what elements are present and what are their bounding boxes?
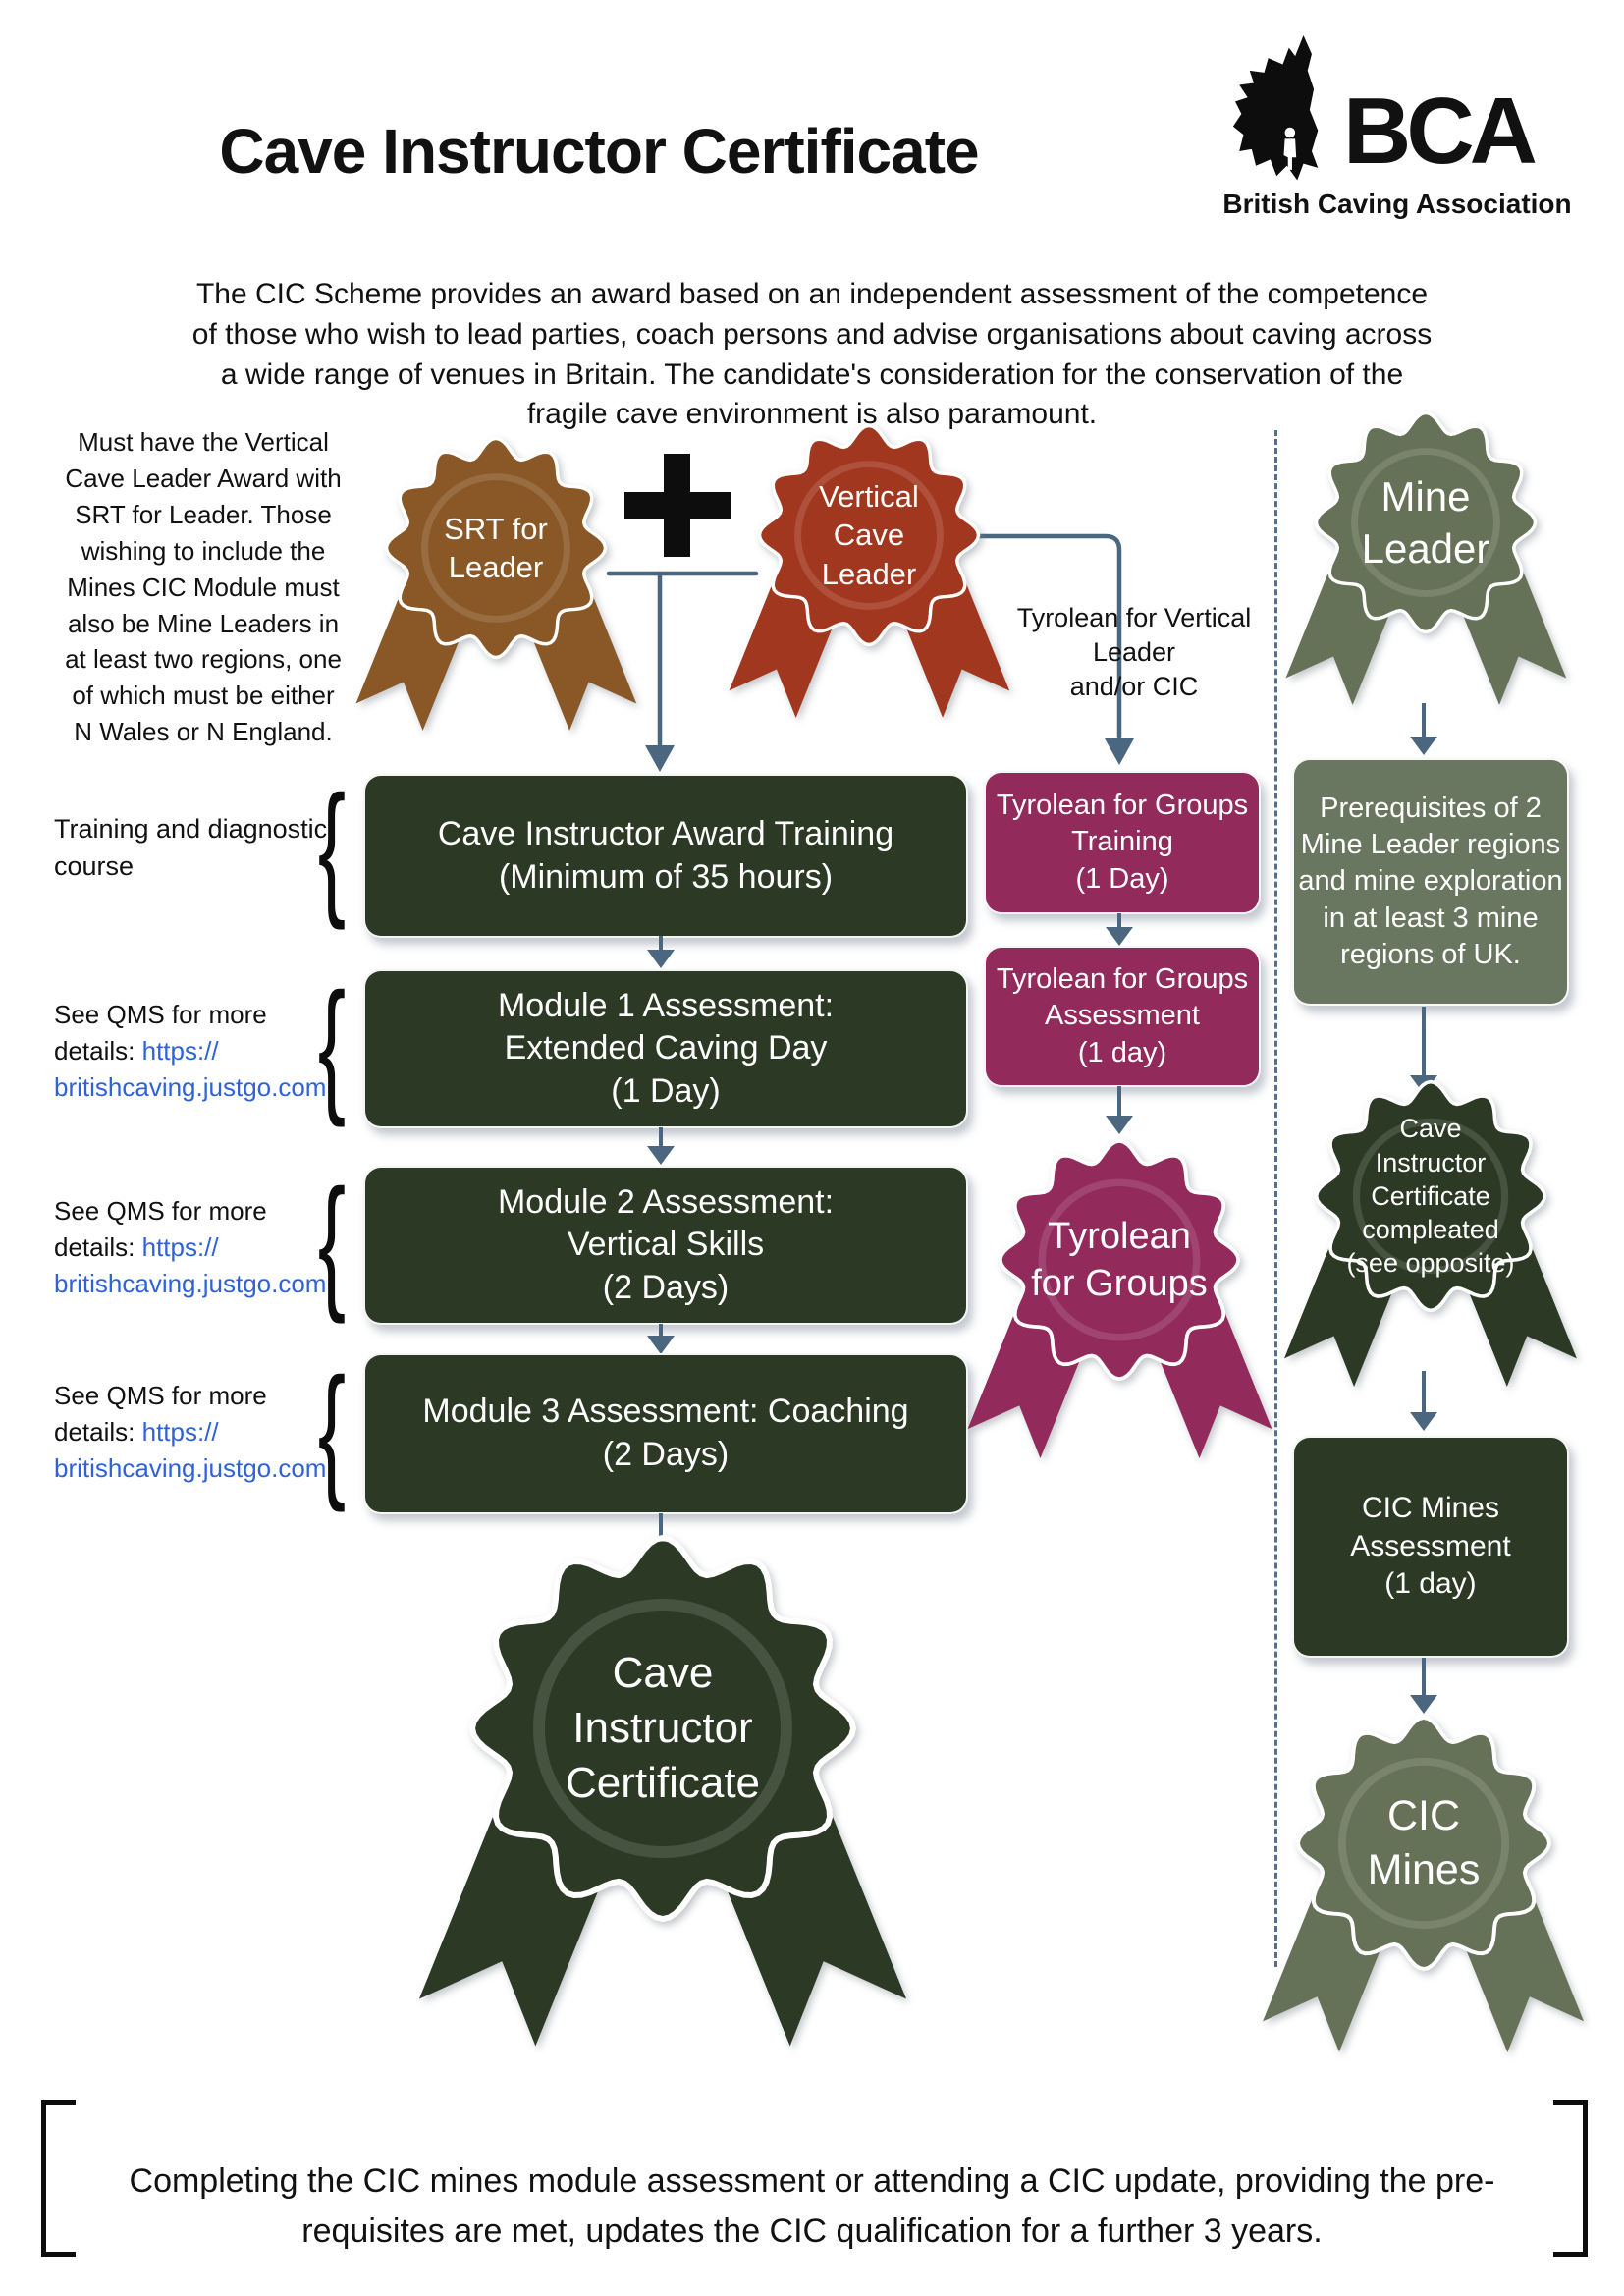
bca-logo-bat-icon [1232,35,1319,181]
flow-arrow [1422,1007,1426,1075]
brace-decoration: { [317,962,347,1129]
qms-note-text: See QMS for more [54,1381,267,1410]
tyrolean-assessment-box: Tyrolean for Groups Assessment (1 day) [984,946,1261,1087]
module2-assessment-box: Module 2 Assessment: Vertical Skills (2 … [363,1166,968,1325]
brace-decoration: { [317,765,347,932]
qms-note: See QMS for more details: https:// briti… [54,1378,329,1487]
mine-leader-rosette: Mine Leader [1313,410,1539,709]
qms-link[interactable]: https:// [141,1416,219,1447]
flow-arrow [659,1324,663,1336]
flow-arrow [1422,703,1426,737]
flow-arrow [659,1127,663,1146]
tyrolean-for-groups-rosette: Tyrolean for Groups [997,1137,1242,1466]
plus-icon [624,454,731,557]
rosette-label: Mine Leader [1361,472,1490,572]
flow-arrow [1422,1371,1426,1412]
cave-instructor-award-training-box: Cave Instructor Award Training (Minimum … [363,774,968,938]
srt-for-leader-rosette: SRT for Leader [383,435,609,735]
qms-link[interactable]: britishcaving.justgo.com [54,1071,327,1102]
qms-note-text: See QMS for more [54,1000,267,1029]
qms-link[interactable]: https:// [141,1231,219,1262]
brace-decoration: { [317,1159,347,1326]
bca-org-name: British Caving Association [1222,189,1572,219]
qms-note-text: details: [54,1416,142,1447]
flow-arrow [1422,1658,1426,1695]
footer-note: Completing the CIC mines module assessme… [129,2162,1495,2250]
qms-link[interactable]: https:// [141,1035,219,1066]
flow-arrow [659,1513,663,1549]
rosette-label: Cave Instructor Certificate [565,1649,761,1807]
qms-note: See QMS for more details: https:// briti… [54,997,329,1106]
module1-assessment-box: Module 1 Assessment: Extended Caving Day… [363,969,968,1128]
cic-completed-rosette: Cave Instructor Certificate compleated (… [1313,1078,1548,1393]
vertical-cave-leader-rosette: Vertical Cave Leader [756,422,982,722]
module3-assessment-box: Module 3 Assessment: Coaching (2 Days) [363,1353,968,1514]
training-note: Training and diagnostic course [54,814,328,882]
qms-note-text: details: [54,1231,142,1262]
rosette-label: SRT for Leader [444,511,548,584]
cave-instructor-certificate-rosette: Cave Instructor Certificate [466,1532,859,2082]
brace-decoration: { [317,1347,347,1514]
rosette-label: Cave Instructor Certificate compleated (… [1346,1114,1515,1279]
intro-paragraph: The CIC Scheme provides an award based o… [191,278,1433,431]
rosette-label: CIC Mines [1367,1792,1481,1893]
qms-note-text: details: [54,1035,142,1066]
tyrolean-branch-label: Tyrolean for Vertical Leader and/or CIC [1016,603,1252,702]
bca-acronym: BCA [1343,79,1538,184]
rosette-label: Tyrolean for Groups [1031,1215,1208,1304]
qms-note-text: See QMS for more [54,1196,267,1226]
flow-arrow [1117,1086,1121,1116]
tyrolean-training-box: Tyrolean for Groups Training (1 Day) [984,771,1261,914]
cic-mines-rosette: CIC Mines [1294,1714,1553,2067]
qms-note: See QMS for more details: https:// briti… [54,1193,329,1302]
qms-link[interactable]: britishcaving.justgo.com [54,1268,327,1298]
footer-bracket-left [41,2100,76,2257]
qms-link[interactable]: britishcaving.justgo.com [54,1452,327,1483]
mine-leader-prerequisites-box: Prerequisites of 2 Mine Leader regions a… [1292,758,1569,1006]
flow-arrow [659,936,663,950]
column-divider [1274,430,1277,1967]
page-title: Cave Instructor Certificate [219,115,979,187]
footer-bracket-right [1553,2100,1588,2257]
flow-arrow [1117,913,1121,927]
prerequisite-note: Must have the Vertical Cave Leader Award… [65,427,342,747]
rosette-label: Vertical Cave Leader [819,478,919,591]
cic-mines-assessment-box: CIC Mines Assessment (1 day) [1292,1436,1569,1658]
